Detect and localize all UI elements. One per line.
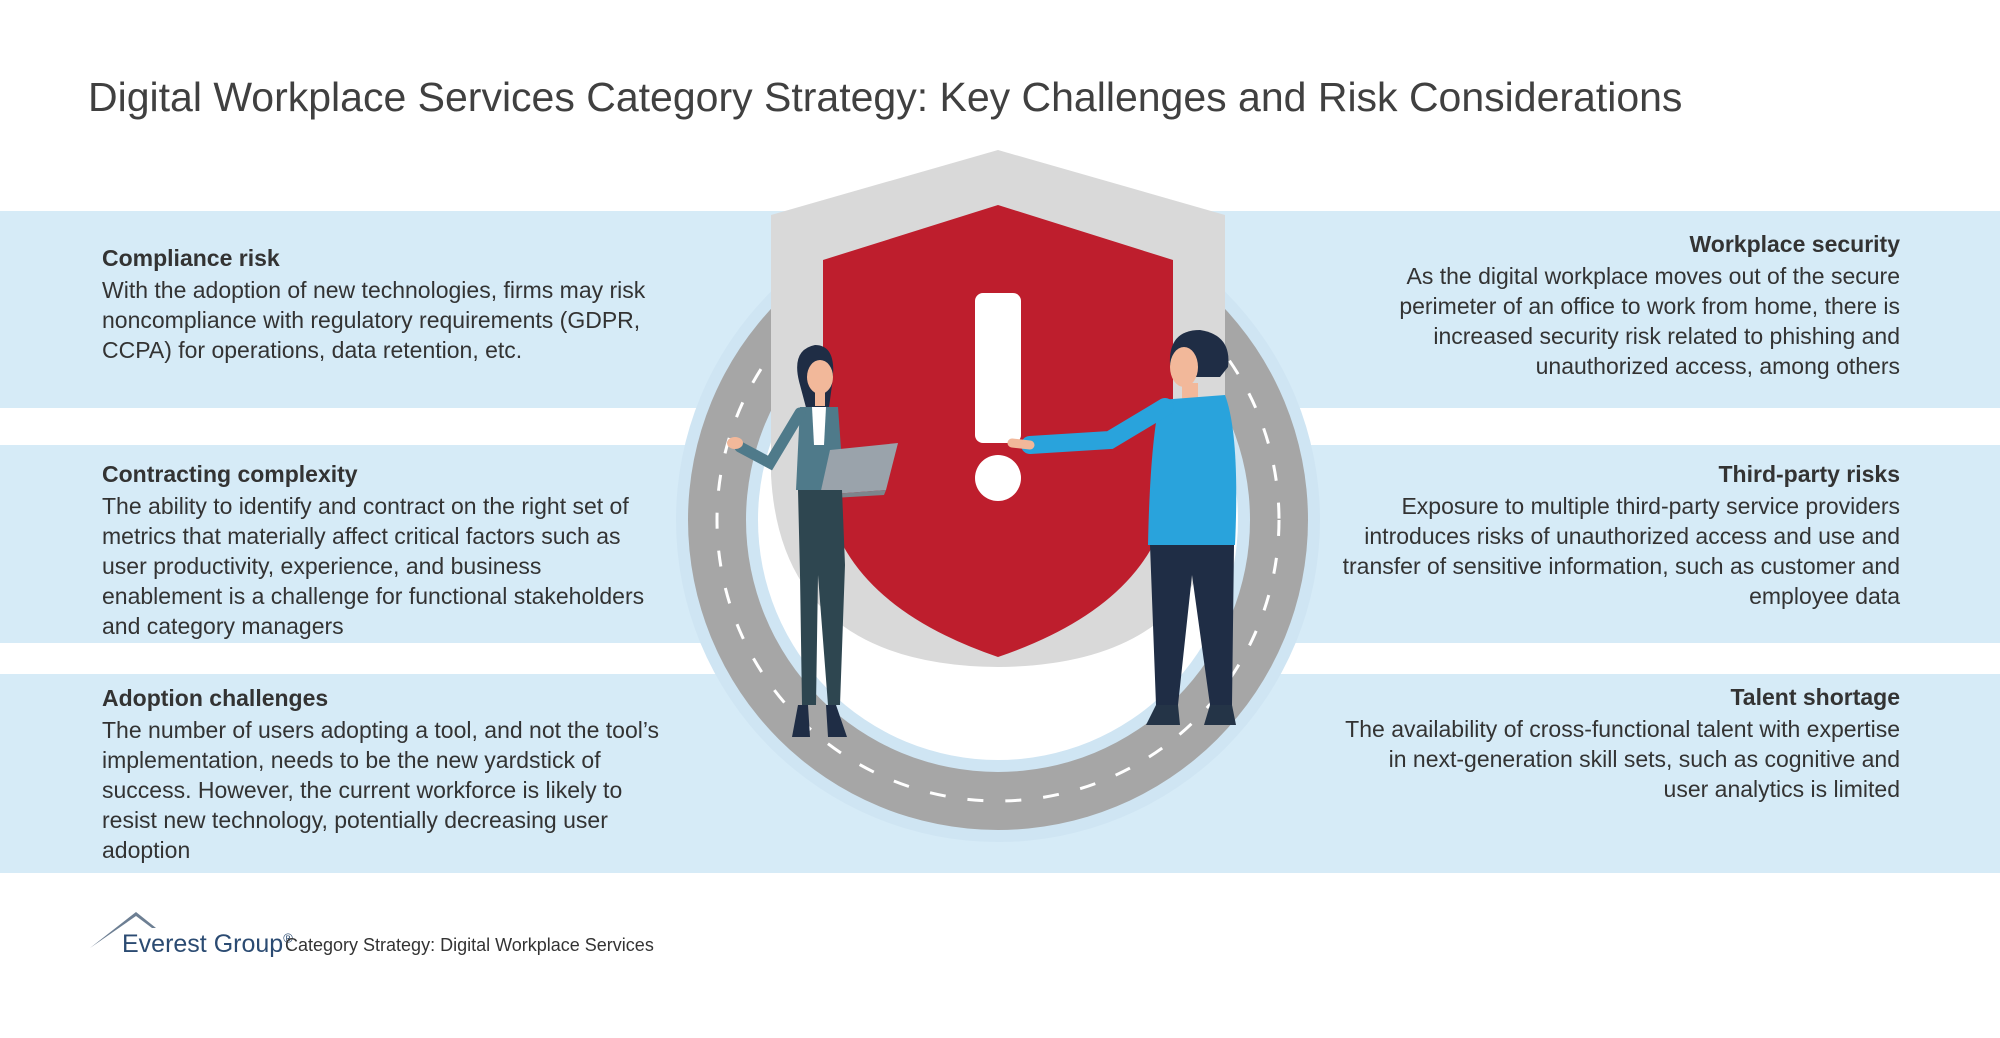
workplace-security-block: Workplace security As the digital workpl…: [1340, 230, 1900, 381]
third-party-risks-heading: Third-party risks: [1718, 461, 1901, 487]
talent-shortage-heading: Talent shortage: [1730, 684, 1900, 710]
contracting-complexity-block: Contracting complexity The ability to id…: [102, 460, 662, 641]
shield-exclamation-icon: [771, 150, 1225, 667]
adoption-challenges-text: The number of users adopting a tool, and…: [102, 717, 660, 863]
compliance-risk-heading: Compliance risk: [102, 245, 280, 271]
compliance-risk-text: With the adoption of new technologies, f…: [102, 277, 646, 363]
talent-shortage-text: The availability of cross-functional tal…: [1345, 716, 1900, 802]
third-party-risks-block: Third-party risks Exposure to multiple t…: [1340, 460, 1900, 611]
contracting-complexity-text: The ability to identify and contract on …: [102, 493, 645, 639]
workplace-security-heading: Workplace security: [1689, 231, 1900, 257]
woman-with-laptop-figure: [727, 345, 898, 737]
page-title: Digital Workplace Services Category Stra…: [88, 74, 1683, 120]
workplace-security-text: As the digital workplace moves out of th…: [1399, 263, 1900, 379]
footer: Everest Group® Category Strategy: Digita…: [88, 910, 788, 960]
adoption-challenges-block: Adoption challenges The number of users …: [102, 684, 662, 865]
compliance-risk-block: Compliance risk With the adoption of new…: [102, 244, 662, 365]
contracting-complexity-heading: Contracting complexity: [102, 461, 358, 487]
talent-shortage-block: Talent shortage The availability of cros…: [1340, 683, 1900, 804]
footer-caption: Category Strategy: Digital Workplace Ser…: [285, 935, 654, 955]
everest-group-logo: Everest Group®: [122, 930, 293, 958]
man-pointing-figure: [1007, 330, 1237, 725]
third-party-risks-text: Exposure to multiple third-party service…: [1342, 493, 1900, 609]
road-shield-illustration: [676, 150, 1320, 842]
adoption-challenges-heading: Adoption challenges: [102, 685, 329, 711]
